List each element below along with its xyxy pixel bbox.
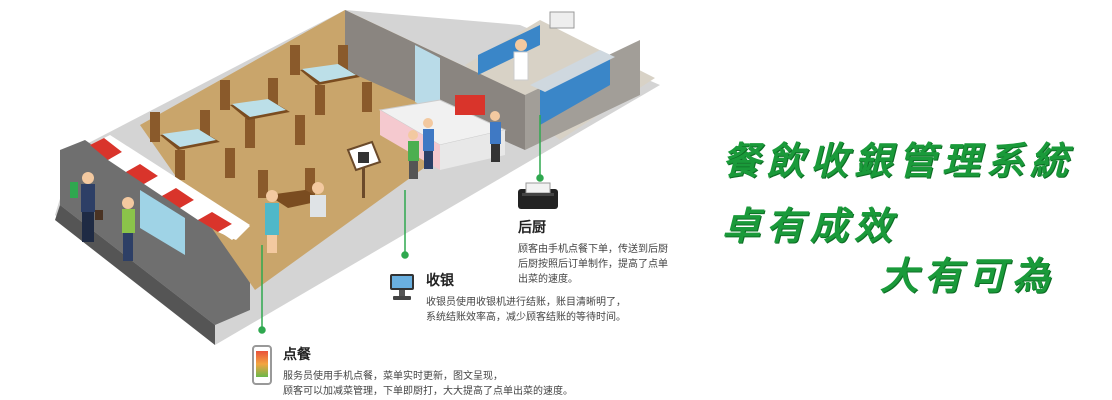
kitchen-back-counter (478, 25, 540, 75)
cashier-callout: 收银 收银员使用收银机进行结账，账目清晰明了， 系统结账效率高，减少顾客结账的等… (426, 270, 646, 325)
woman-body (122, 209, 135, 233)
kitchen-title: 后厨 (518, 220, 546, 236)
cashier-desc-line-1: 收银员使用收银机进行结账，账目清晰明了， (426, 297, 626, 308)
kitchen-counter-top (530, 50, 615, 92)
waitress-head (266, 190, 278, 202)
diner-head (312, 182, 324, 194)
pos-terminal-icon (388, 272, 416, 302)
glass-door (140, 190, 185, 255)
cashier-body (490, 122, 501, 144)
order-title: 点餐 (283, 347, 311, 363)
woman-legs (123, 233, 133, 261)
leader-lines (258, 115, 544, 334)
waitress-legs (267, 235, 277, 253)
waitress-body (265, 203, 279, 235)
window (415, 45, 440, 115)
order-callout: 点餐 服务员使用手机点餐，菜单实时更新，图文呈现， 顾客可以加减菜管理，下单即厨… (283, 344, 573, 399)
man-briefcase (95, 210, 103, 220)
cashier-title: 收银 (426, 273, 454, 289)
dining-tables (150, 45, 372, 208)
order-desc-line-2: 顾客可以加减菜管理，下单即厨打，大大提高了点单出菜的速度。 (283, 386, 573, 397)
qr-stand-pole (362, 168, 365, 198)
kitchen-counter (540, 55, 610, 125)
chef-head (515, 39, 527, 51)
man-body (81, 184, 95, 212)
oven (549, 11, 575, 29)
cashier-desc-line-2: 系统结账效率高，减少顾客结账的等待时间。 (426, 312, 626, 323)
customer-body-1 (423, 129, 434, 151)
kitchen-callout: 后厨 顾客由手机点餐下单，传送到后厨 后厨按照后订单制作，提高了点单 出菜的速度… (518, 217, 698, 287)
man-head (82, 172, 94, 184)
customer-head-2 (408, 130, 418, 140)
slogan-line-2: 卓有成效 (722, 203, 899, 248)
customer-legs-2 (409, 161, 418, 179)
customer-head-1 (423, 118, 433, 128)
green-sign (70, 182, 78, 198)
red-cabinet (455, 95, 485, 115)
kitchen-desc-line-2: 后厨按照后订单制作，提高了点单 (518, 259, 668, 270)
mobile-phone-icon (252, 345, 272, 385)
qr-code (358, 152, 369, 163)
cashier-head (490, 111, 500, 121)
receipt-printer-icon (516, 181, 560, 211)
cashier-legs (491, 144, 500, 162)
kitchen-desc-line-1: 顾客由手机点餐下单，传送到后厨 (518, 244, 668, 255)
chef-body (513, 51, 529, 81)
base-lower (55, 205, 215, 345)
cashier-counter-side (440, 130, 505, 170)
order-desc-line-1: 服务员使用手机点餐，菜单实时更新，图文呈现， (283, 371, 503, 382)
man-legs (82, 212, 94, 242)
slogan-line-1: 餐飲收銀管理系統 (722, 138, 1075, 183)
awning (90, 135, 250, 240)
diner-body (310, 195, 326, 217)
slogan-line-3: 大有可為 (880, 253, 1057, 298)
woman-head (122, 197, 134, 209)
kitchen-desc-line-3: 出菜的速度。 (518, 274, 578, 285)
customer-legs-1 (424, 151, 433, 169)
customer-body-2 (408, 141, 419, 161)
